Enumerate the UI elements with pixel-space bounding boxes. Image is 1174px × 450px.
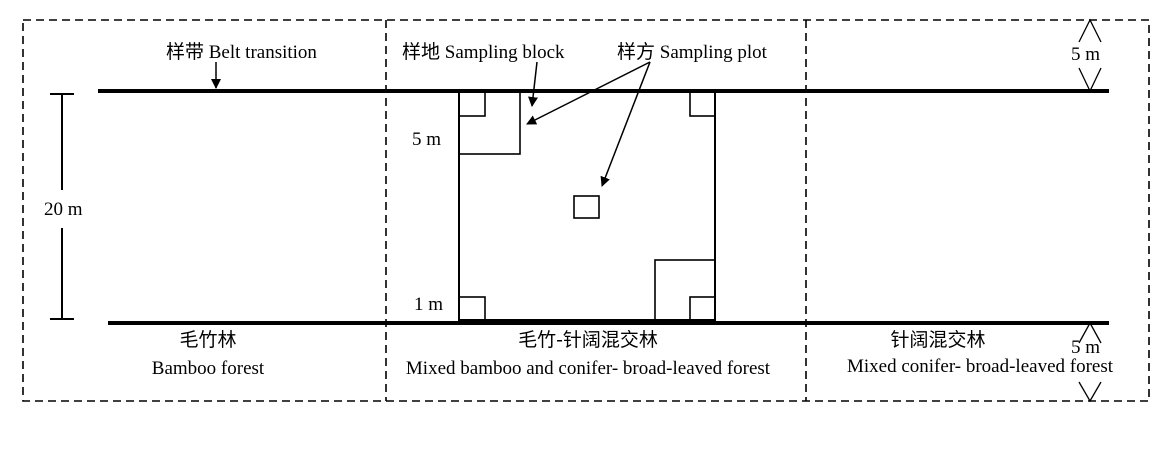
- label-sampling-block: 样地 Sampling block: [402, 41, 565, 63]
- label-5m-block: 5 m: [412, 129, 441, 150]
- label-1m: 1 m: [414, 294, 443, 315]
- zone-mixed-bamboo-zh: 毛竹-针阔混交林: [518, 329, 658, 351]
- arrow-sampling-block: [528, 61, 538, 107]
- label-belt-transition: 样带 Belt transition: [166, 41, 317, 63]
- label-20m: 20 m: [44, 199, 83, 220]
- label-5m-top: 5 m: [1071, 44, 1100, 65]
- zone-bamboo-en: Bamboo forest: [152, 358, 265, 379]
- outer-dashed-frame: [22, 19, 1150, 402]
- dim-5m-top-lower-chevron: [1078, 67, 1102, 93]
- label-5m-bottom: 5 m: [1071, 337, 1100, 358]
- zone-mixed-conifer-en: Mixed conifer- broad-leaved forest: [847, 356, 1114, 377]
- sampling-block: [458, 90, 716, 321]
- plot-1m-bottom-left: [458, 296, 486, 321]
- dim-5m-bottom-lower-chevron: [1078, 381, 1102, 403]
- zone-bamboo-zh: 毛竹林: [179, 329, 236, 351]
- plot-1m-bottom-right: [689, 296, 716, 321]
- plot-1m-center: [573, 195, 600, 219]
- arrow-sampling-plot-to-5m: [526, 61, 651, 125]
- plot-1m-top-left: [458, 90, 486, 117]
- label-sampling-plot: 样方 Sampling plot: [617, 41, 768, 63]
- plot-1m-top-right: [689, 90, 716, 117]
- zone-mixed-bamboo-en: Mixed bamboo and conifer- broad-leaved f…: [406, 358, 771, 379]
- dim-5m-top-upper-chevron: [1078, 18, 1102, 43]
- zone-mixed-conifer-zh: 针阔混交林: [890, 329, 985, 351]
- plot-5m-top-left: [458, 90, 521, 155]
- plot-5m-bottom-right: [654, 259, 716, 321]
- dim-5m-bottom-upper-chevron: [1078, 321, 1102, 344]
- arrow-sampling-plot-to-1m: [600, 61, 651, 187]
